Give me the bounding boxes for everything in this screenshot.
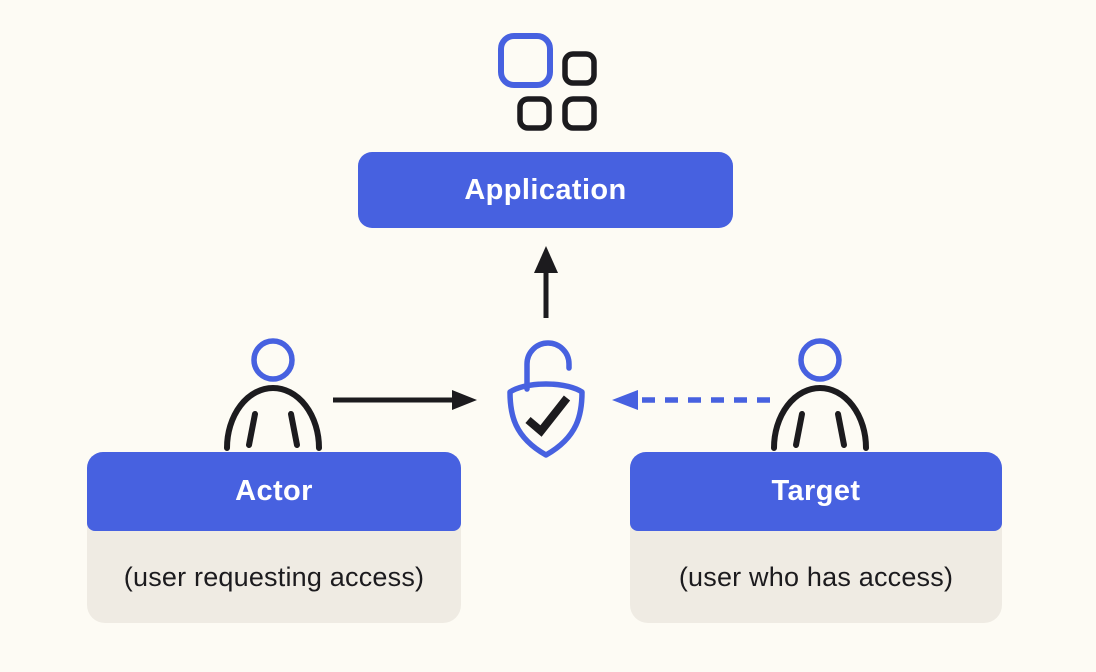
application-label: Application — [464, 173, 627, 206]
actor-header: Actor — [87, 452, 461, 531]
target-person-icon — [771, 338, 869, 451]
arrow-target-to-shield-icon — [612, 390, 770, 410]
apps-grid-icon — [498, 33, 597, 131]
arrow-shield-to-application-icon — [534, 246, 558, 318]
actor-caption: (user requesting access) — [123, 561, 425, 592]
target-card: Target (user who has access) — [630, 452, 1002, 623]
application-node: Application — [358, 152, 733, 228]
actor-card: Actor (user requesting access) — [87, 452, 461, 623]
target-header: Target — [630, 452, 1002, 531]
target-caption: (user who has access) — [678, 561, 954, 592]
actor-person-icon — [224, 338, 322, 451]
target-label: Target — [771, 475, 861, 507]
actor-label: Actor — [235, 475, 313, 507]
shield-lock-check-icon — [507, 340, 585, 458]
arrow-actor-to-shield-icon — [333, 390, 477, 410]
